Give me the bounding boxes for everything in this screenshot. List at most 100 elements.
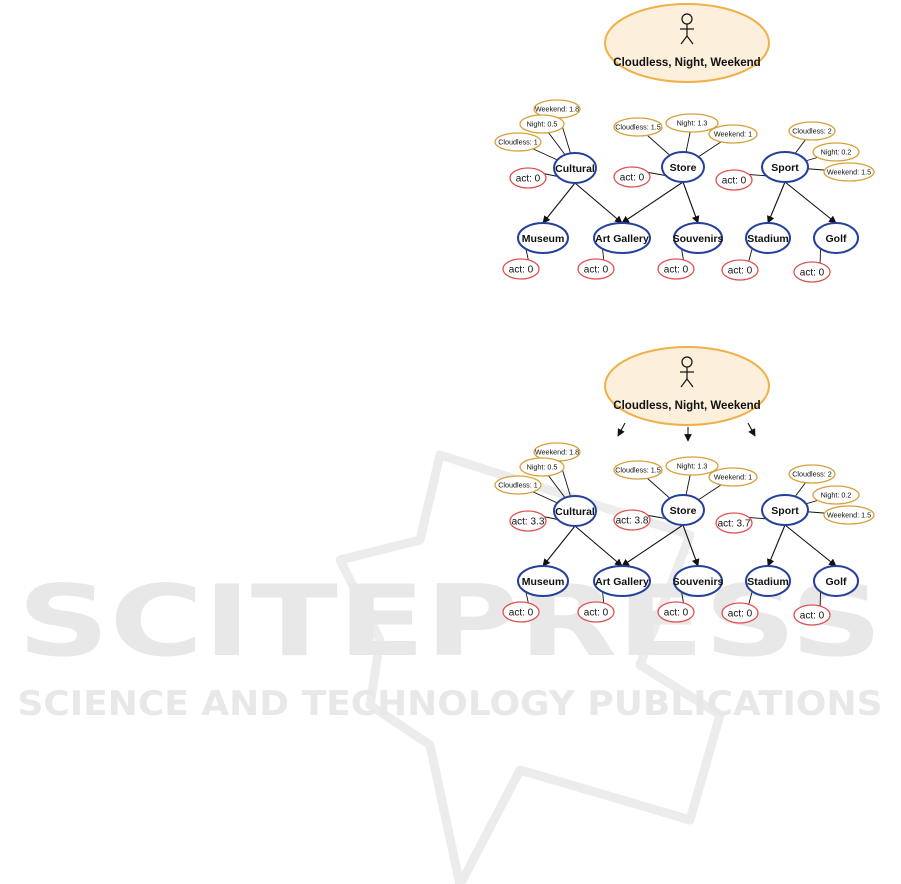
sport-weight-label-0: Cloudless: 2 <box>792 127 832 136</box>
cultural-act-ellipse <box>509 510 547 532</box>
edge-cultural-art-gallery <box>574 182 623 224</box>
store-weight-ellipse-1 <box>665 456 719 476</box>
cultural-weight-ellipse-2 <box>494 132 542 152</box>
sport-weight-ellipse-2 <box>823 162 875 182</box>
store-weight-label-2: Weekend: 1 <box>714 130 752 139</box>
stadium-node-label: Stadium <box>747 576 788 588</box>
store-weight-ellipse-2 <box>708 467 758 487</box>
golf-node <box>813 222 859 254</box>
watermark-outline <box>335 450 725 884</box>
sport-act-ellipse <box>715 169 753 191</box>
sport-node-label: Sport <box>771 505 799 517</box>
stadium-act-ellipse <box>721 602 759 624</box>
souvenirs-act-value: act: 0 <box>664 265 689 276</box>
edge-cultural-art-gallery <box>574 525 623 567</box>
cultural-weight-ellipse-2 <box>494 475 542 495</box>
museum-node <box>517 565 569 597</box>
store-weight-ellipse-1 <box>665 113 719 133</box>
store-weight-label-1: Night: 1.3 <box>677 462 708 471</box>
sport-act-value: act: 3.7 <box>718 519 751 530</box>
store-act-value: act: 0 <box>620 173 645 184</box>
context-ellipse <box>604 3 770 83</box>
museum-act-ellipse <box>502 258 540 280</box>
cultural-weight-label-1: Night: 0.5 <box>527 463 558 472</box>
stadium-node <box>745 565 791 597</box>
edge-store-souvenirs <box>682 524 700 567</box>
context-arrow-2 <box>747 422 756 437</box>
sport-weight-label-0: Cloudless: 2 <box>792 470 832 479</box>
art-gallery-act-ellipse <box>577 601 615 623</box>
store-node <box>661 494 705 526</box>
art-gallery-act-value: act: 0 <box>584 608 609 619</box>
sport-weight-ellipse-0 <box>788 464 836 484</box>
store-weight-label-2: Weekend: 1 <box>714 473 752 482</box>
sport-weight-ellipse-2 <box>823 505 875 525</box>
sport-weight-label-2: Weekend: 1.5 <box>827 168 871 177</box>
cultural-weight-label-0: Weekend: 1.8 <box>535 448 579 457</box>
edge-sport-golf <box>784 181 837 224</box>
cultural-node <box>553 495 597 527</box>
cultural-act-value: act: 0 <box>516 174 541 185</box>
store-act-ellipse <box>613 509 651 531</box>
user-icon <box>680 13 694 45</box>
cultural-weight-label-2: Cloudless: 1 <box>498 481 538 490</box>
cultural-node-label: Cultural <box>555 163 595 175</box>
art-gallery-node <box>593 222 651 254</box>
cultural-weight-ellipse-1 <box>519 457 565 477</box>
sport-act-ellipse <box>715 512 753 534</box>
store-node <box>661 151 705 183</box>
souvenirs-node-label: Souvenirs <box>673 233 724 245</box>
context-arrow-0 <box>617 422 626 437</box>
golf-act-value: act: 0 <box>800 611 825 622</box>
edge-sport-golf <box>784 524 837 567</box>
souvenirs-act-ellipse <box>657 601 695 623</box>
sport-weight-ellipse-1 <box>812 142 860 162</box>
souvenirs-node <box>673 222 723 254</box>
museum-act-ellipse <box>502 601 540 623</box>
store-node-label: Store <box>670 505 697 517</box>
cultural-weight-ellipse-1 <box>519 114 565 134</box>
museum-act-value: act: 0 <box>509 265 534 276</box>
edge-sport-stadium <box>767 524 786 567</box>
sport-node <box>761 151 809 183</box>
art-gallery-act-ellipse <box>577 258 615 280</box>
store-weight-ellipse-2 <box>708 124 758 144</box>
user-icon-leg-right <box>686 378 694 388</box>
stadium-act-ellipse <box>721 259 759 281</box>
museum-node-label: Museum <box>522 576 565 588</box>
context-label: Cloudless, Night, Weekend <box>613 57 760 69</box>
store-act-value: act: 3.8 <box>616 516 649 527</box>
cultural-weight-label-0: Weekend: 1.8 <box>535 105 579 114</box>
golf-act-ellipse <box>793 261 831 283</box>
cultural-node <box>553 152 597 184</box>
store-node-label: Store <box>670 162 697 174</box>
stadium-node-label: Stadium <box>747 233 788 245</box>
art-gallery-act-value: act: 0 <box>584 265 609 276</box>
cultural-act-value: act: 3.3 <box>512 517 545 528</box>
sport-weight-ellipse-1 <box>812 485 860 505</box>
golf-node-label: Golf <box>826 233 847 245</box>
store-weight-label-0: Cloudless: 1.5 <box>615 123 661 132</box>
store-weight-ellipse-0 <box>613 117 663 137</box>
sport-weight-label-1: Night: 0.2 <box>821 148 852 157</box>
user-icon-leg-right <box>686 35 694 45</box>
context-label: Cloudless, Night, Weekend <box>613 400 760 412</box>
edge-cultural-museum <box>542 182 576 224</box>
user-icon-leg-left <box>680 378 688 388</box>
museum-act-value: act: 0 <box>509 608 534 619</box>
golf-node-label: Golf <box>826 576 847 588</box>
sport-act-value: act: 0 <box>722 176 747 187</box>
user-icon-leg-left <box>680 35 688 45</box>
edge-store-art-gallery <box>621 524 684 567</box>
sport-weight-ellipse-0 <box>788 121 836 141</box>
stadium-node <box>745 222 791 254</box>
sport-node-label: Sport <box>771 162 799 174</box>
store-weight-label-1: Night: 1.3 <box>677 119 708 128</box>
edge-store-souvenirs <box>682 181 700 224</box>
cultural-weight-label-1: Night: 0.5 <box>527 120 558 129</box>
golf-node <box>813 565 859 597</box>
store-act-ellipse <box>613 166 651 188</box>
